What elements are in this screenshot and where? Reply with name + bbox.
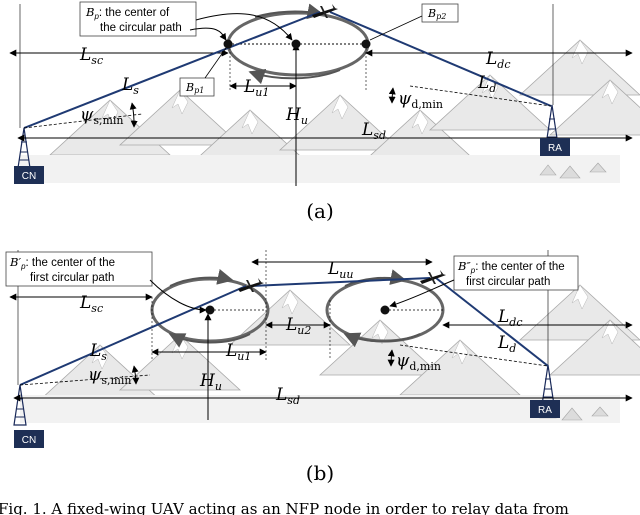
bp-double-prime-note-box-b	[453, 255, 579, 291]
svg-text:Lsc: Lsc	[79, 293, 103, 315]
svg-text:RA: RA	[548, 143, 562, 154]
svg-text:first circular path: first circular path	[30, 272, 114, 284]
svg-text:Bp2: Bp2	[427, 7, 446, 21]
svg-text:Ld: Ld	[497, 333, 516, 355]
panel-b: B′p: the center of the first circular pa…	[5, 250, 640, 485]
svg-text:ψd,min: ψd,min	[398, 89, 443, 111]
svg-text:Bp1: Bp1	[185, 81, 204, 95]
cn-badge-b	[14, 430, 44, 448]
svg-text:Ls: Ls	[89, 341, 107, 363]
svg-text:Lsd: Lsd	[361, 120, 386, 142]
figure-caption: Fig. 1. A fixed-wing UAV acting as an NF…	[0, 500, 569, 515]
bp-prime-point-b	[205, 305, 215, 315]
ld-link-b	[435, 277, 549, 367]
svg-text:RA: RA	[538, 405, 552, 416]
svg-text:B″p: the center of the: B″p: the center of the	[457, 259, 565, 275]
svg-text:CN: CN	[22, 435, 36, 446]
caption-b: (b)	[306, 461, 334, 485]
ld-link-a	[329, 11, 552, 107]
svg-text:B′p: the center of the: B′p: the center of the	[9, 255, 115, 271]
svg-text:Hu: Hu	[199, 371, 222, 393]
caption-a: (a)	[306, 199, 334, 223]
svg-text:Hu: Hu	[285, 105, 308, 127]
svg-text:first circular path: first circular path	[466, 276, 550, 288]
svg-text:Lu2: Lu2	[285, 315, 311, 337]
bp1-label-box-a	[179, 77, 215, 97]
panel-a: Bp: the center of the circular path Bp1 …	[9, 1, 640, 223]
mountain-backdrop-a	[20, 39, 640, 183]
bp-prime-note-box-b	[5, 251, 153, 287]
ra-badge-a	[540, 138, 570, 156]
cn-badge-a	[14, 166, 44, 184]
svg-text:Lsc: Lsc	[79, 45, 103, 67]
svg-text:Lsd: Lsd	[275, 385, 300, 407]
uu-link-b	[249, 277, 431, 287]
svg-text:Lu1: Lu1	[225, 341, 251, 363]
svg-text:ψd,min: ψd,min	[396, 351, 441, 373]
svg-text:Ldc: Ldc	[485, 49, 511, 71]
ls-link-b	[19, 285, 247, 386]
svg-text:ψs,min: ψs,min	[80, 105, 124, 127]
svg-text:CN: CN	[22, 171, 36, 182]
ra-badge-b	[530, 400, 560, 418]
svg-text:Ld: Ld	[477, 73, 496, 95]
svg-text:Bp: the center of: Bp: the center of	[85, 5, 170, 21]
svg-text:Luu: Luu	[327, 259, 353, 281]
svg-text:Ls: Ls	[121, 75, 139, 97]
svg-text:the circular path: the circular path	[100, 22, 182, 34]
bp1-point-a	[223, 39, 233, 49]
bp2-point-a	[361, 39, 371, 49]
ls-link-a	[23, 11, 321, 129]
bp-center-point-a	[291, 39, 301, 49]
svg-text:ψs,min: ψs,min	[88, 365, 132, 387]
svg-text:Lu1: Lu1	[243, 77, 269, 99]
bp-note-box-a	[79, 1, 197, 37]
bp-double-prime-point-b	[380, 305, 390, 315]
bp2-label-box-a	[421, 3, 459, 23]
svg-text:Ldc: Ldc	[497, 307, 523, 329]
